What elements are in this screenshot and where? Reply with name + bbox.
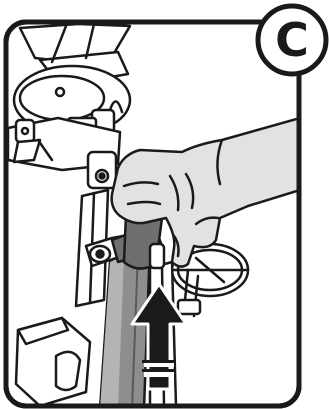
step-label: C [275, 13, 309, 67]
pivot-block [88, 152, 116, 188]
step-c-badge-icon: C [258, 6, 326, 74]
base-block [16, 318, 90, 406]
clamp-pin [150, 244, 164, 268]
